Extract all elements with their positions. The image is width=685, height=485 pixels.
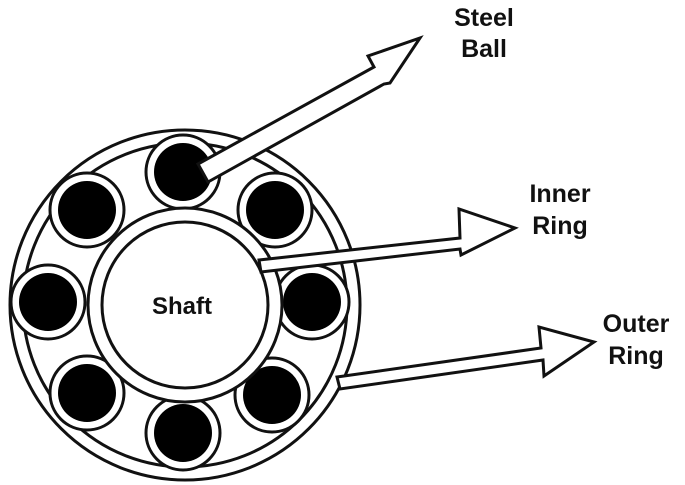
steel-ball [233,356,311,434]
outer-ring-arrow [335,324,598,391]
inner-ring-label-line1: Inner [529,180,590,208]
inner-ring-inner-edge [100,220,270,390]
steel-ball [48,354,126,432]
steel-ball [273,263,351,341]
steel-ball-label-line2: Ball [461,35,507,63]
steel-ball [144,133,222,211]
inner-ring-label-line2: Ring [532,212,588,240]
outer-ring-label-line1: Outer [603,310,670,338]
steel-ball [144,394,222,472]
steel-ball [48,171,126,249]
steel-balls-group [9,133,351,472]
steel-ball [9,263,87,341]
inner-ring-arrow [257,206,519,274]
steel-ball-label-line1: Steel [454,4,514,32]
steel-ball [236,171,314,249]
outer-ring-label-line2: Ring [608,342,664,370]
steel-ball-arrow [195,35,424,185]
shaft-label: Shaft [152,293,212,320]
